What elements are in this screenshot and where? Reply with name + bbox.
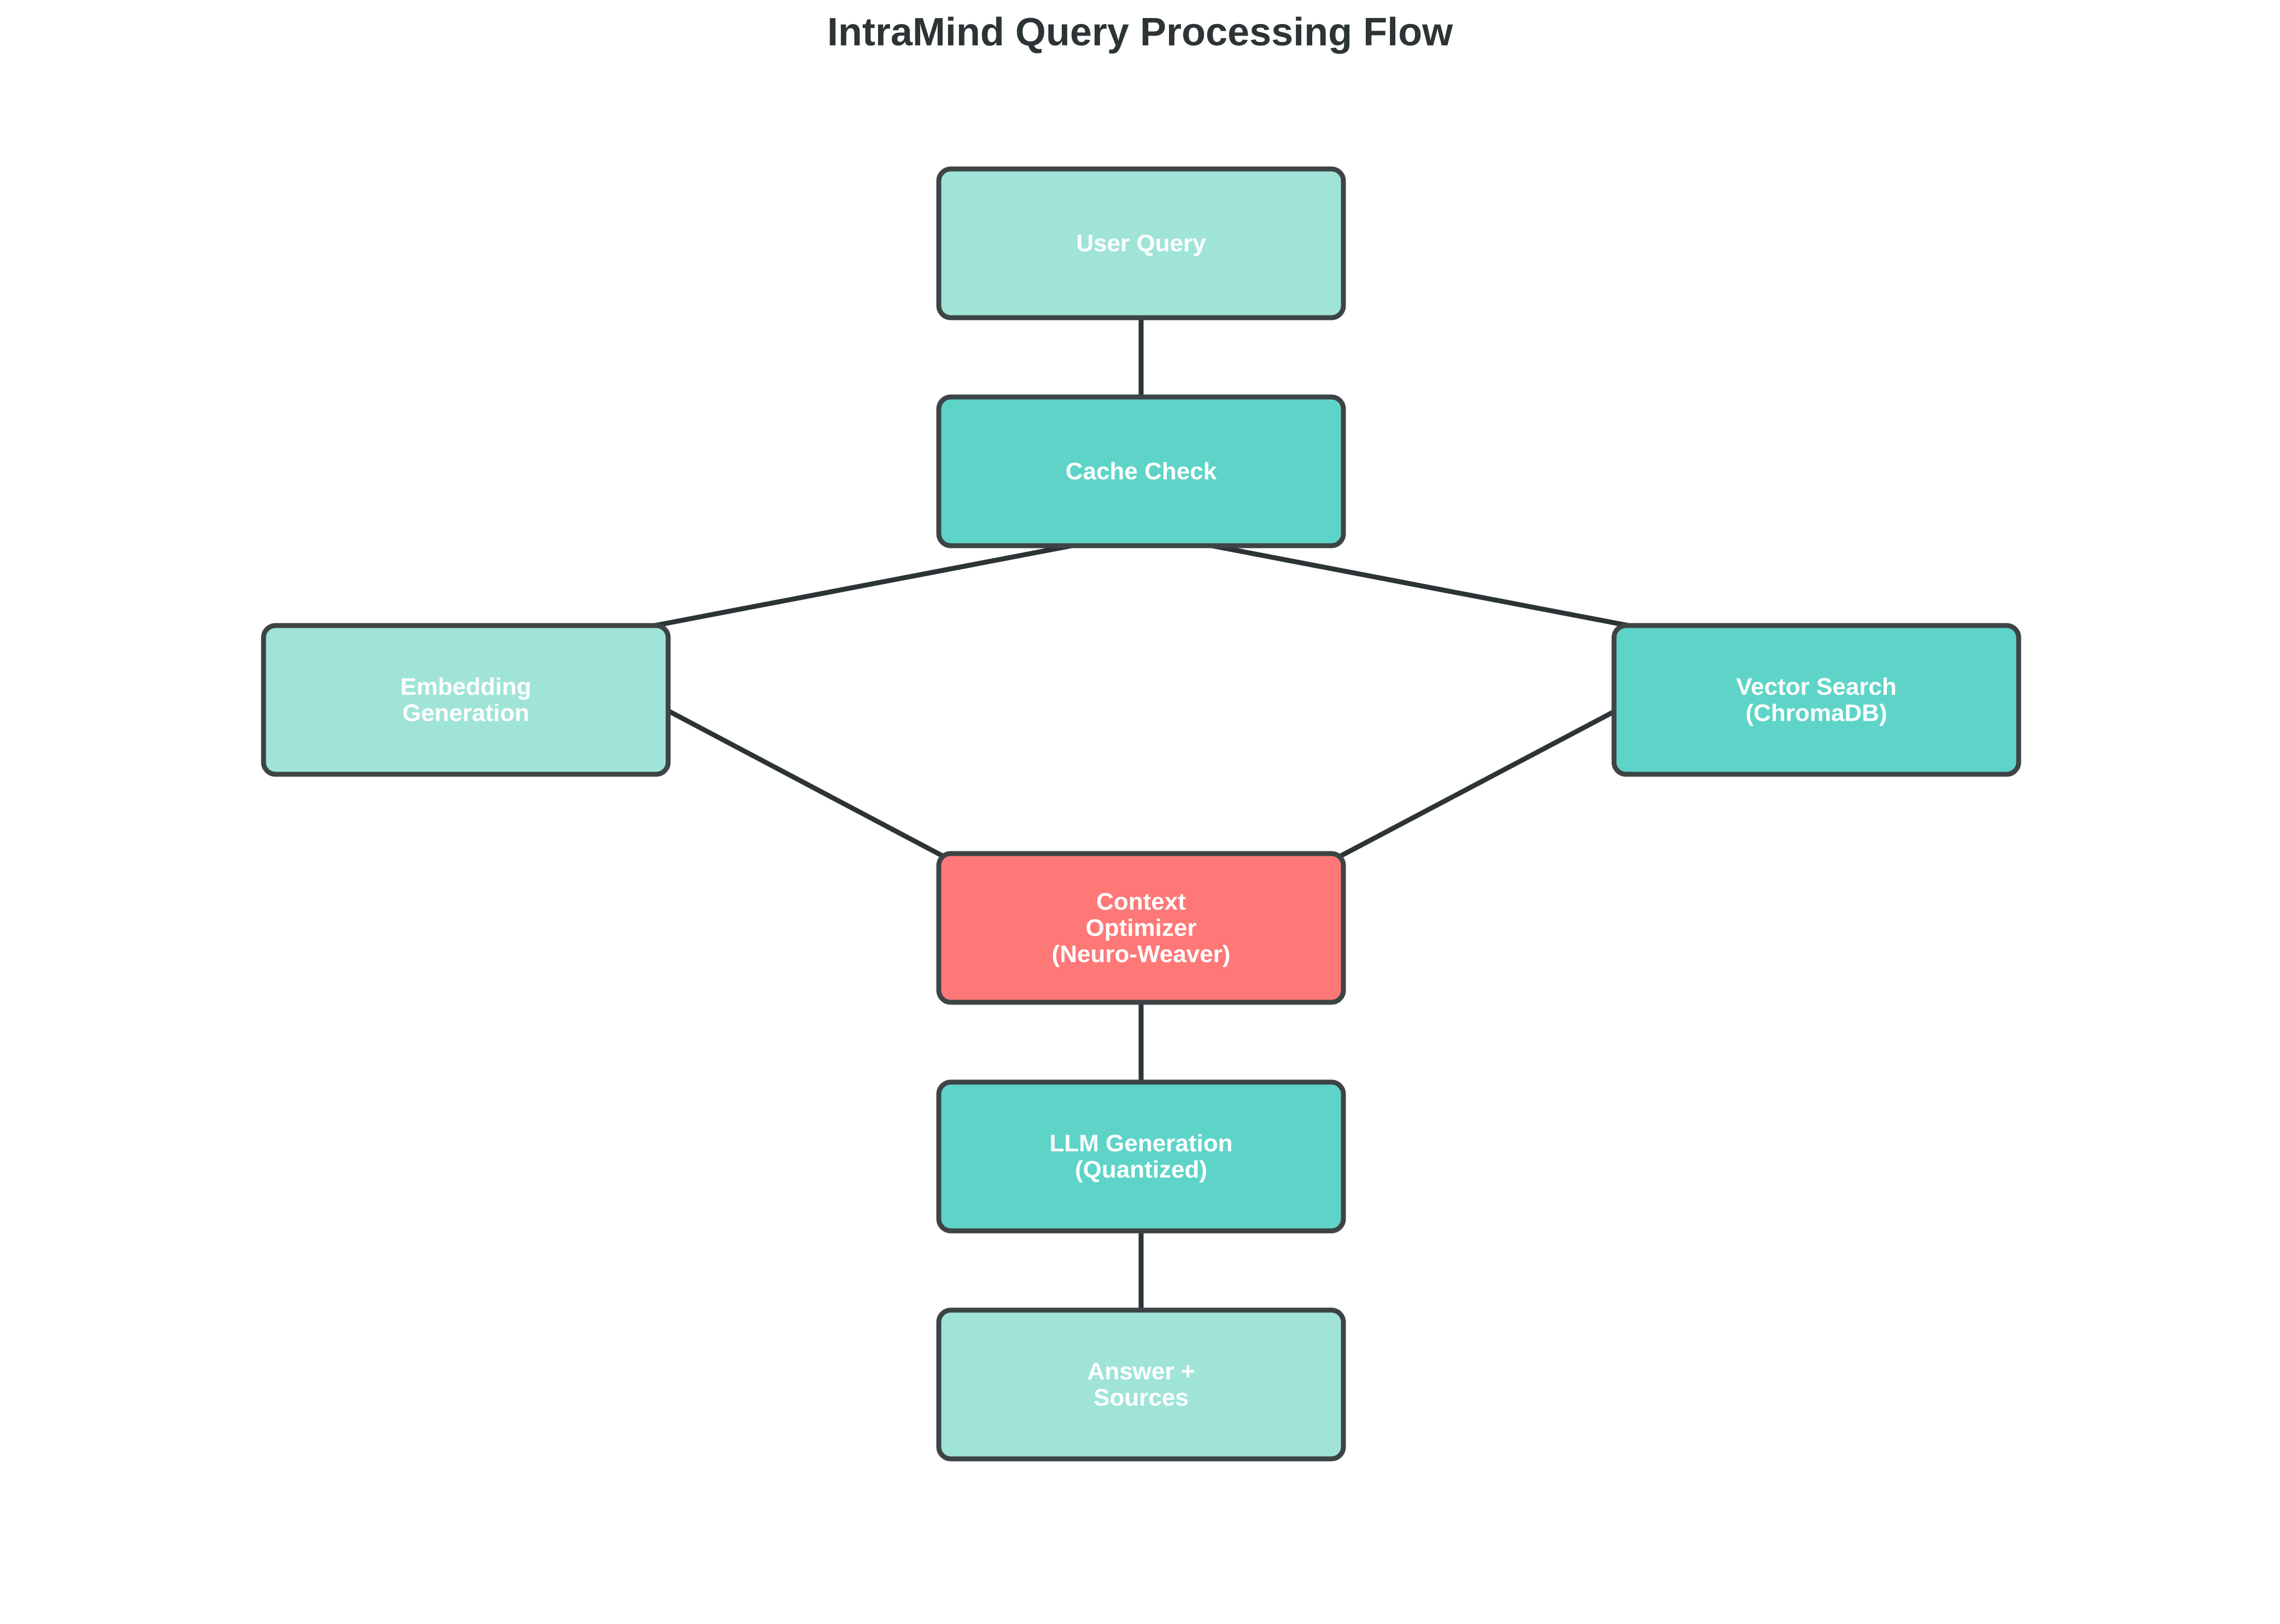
node-box-context-optimizer (936, 851, 1346, 1005)
node-user-query: User Query (936, 166, 1346, 320)
node-label-cache-check-0: Cache Check (1066, 458, 1217, 485)
node-label-llm-generation-0: LLM Generation (1050, 1130, 1233, 1157)
arrow-vector-search-to-context-optimizer (1325, 699, 1636, 866)
node-label-answer-sources-1: Sources (1094, 1385, 1189, 1411)
node-box-user-query (936, 166, 1346, 320)
node-label-context-optimizer-0: Context (1096, 889, 1186, 915)
node-label-llm-generation-1: (Quantized) (1075, 1156, 1207, 1183)
arrow-cache-check-to-vector-search (1143, 530, 1700, 641)
node-answer-sources: Answer +Sources (936, 1307, 1346, 1462)
node-label-context-optimizer-2: (Neuro-Weaver) (1052, 941, 1231, 968)
arrow-cache-check-to-embedding-generation (583, 530, 1140, 641)
node-label-user-query-0: User Query (1076, 230, 1206, 257)
edges-layer (583, 317, 1700, 1318)
node-label-embedding-generation-1: Generation (402, 700, 529, 727)
node-label-embedding-generation-0: Embedding (400, 674, 531, 700)
node-label-answer-sources-0: Answer + (1088, 1358, 1195, 1385)
arrow-embedding-generation-to-context-optimizer (648, 699, 958, 866)
node-llm-generation: LLM Generation(Quantized) (936, 1079, 1346, 1234)
node-box-llm-generation (936, 1079, 1346, 1234)
node-label-vector-search-0: Vector Search (1736, 674, 1897, 700)
node-box-cache-check (936, 394, 1346, 548)
node-box-embedding-generation (261, 623, 671, 777)
node-box-vector-search (1611, 623, 2021, 777)
node-cache-check: Cache Check (936, 394, 1346, 548)
diagram-title: IntraMind Query Processing Flow (827, 10, 1453, 54)
node-box-answer-sources (936, 1307, 1346, 1462)
node-label-context-optimizer-1: Optimizer (1086, 915, 1197, 942)
node-vector-search: Vector Search(ChromaDB) (1611, 623, 2021, 777)
node-label-vector-search-1: (ChromaDB) (1745, 700, 1887, 727)
